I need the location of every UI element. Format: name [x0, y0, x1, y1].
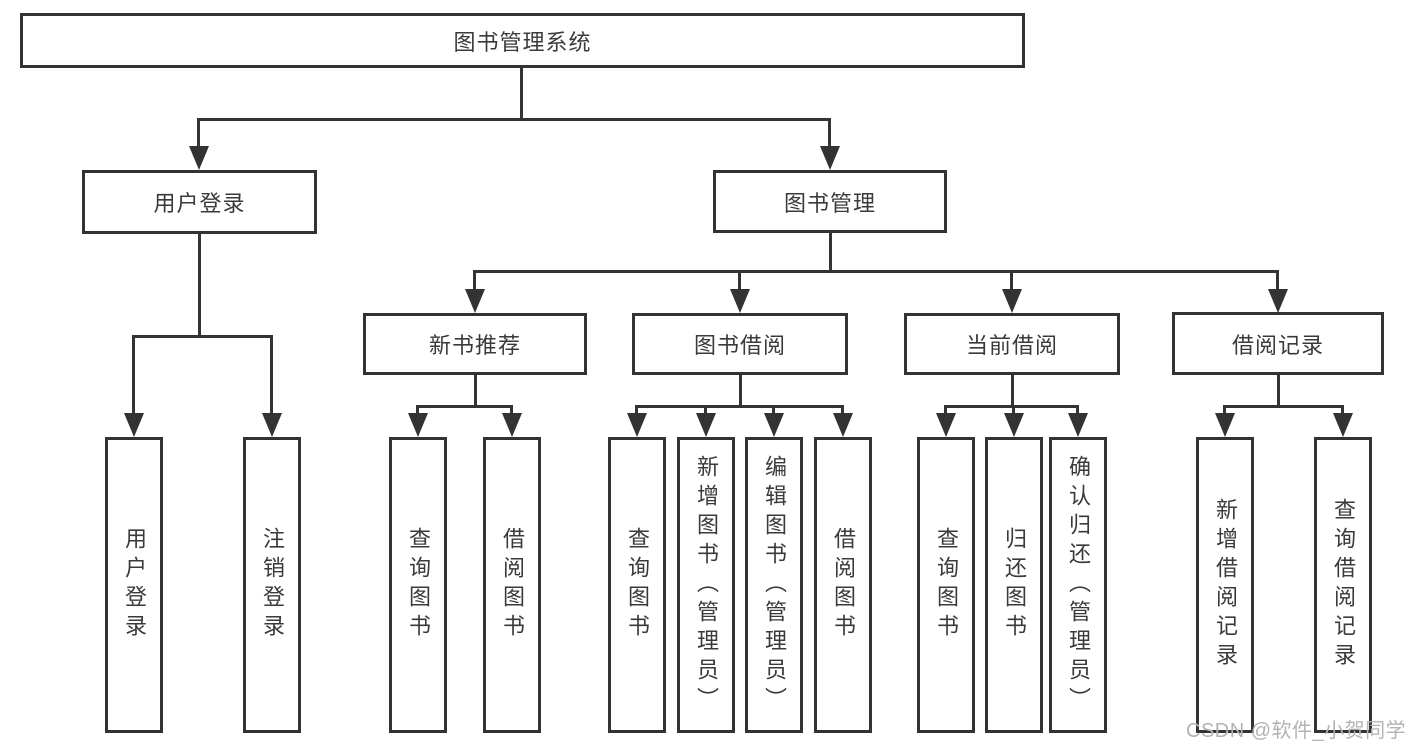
node-leaf-logout-login-label: 注销登录	[260, 527, 285, 643]
connector-hline-book-borrowing	[637, 405, 843, 408]
connector-hline-user-login	[134, 335, 272, 338]
node-leaf-query-borrow-record-label: 查询借阅记录	[1331, 498, 1356, 672]
connector-stem-borrowing-records	[1277, 373, 1280, 408]
arrow-down-icon	[1068, 405, 1088, 437]
node-leaf-edit-books-admin-label: 编辑图书（管理员）	[762, 454, 787, 716]
connector-stem-current-borrowing	[1011, 373, 1014, 408]
node-leaf-query-books-3-label: 查询图书	[934, 527, 959, 643]
node-borrowing-records-label: 借阅记录	[1231, 332, 1324, 358]
node-book-management: 图书管理	[713, 170, 947, 233]
node-leaf-user-login: 用户登录	[105, 437, 163, 733]
arrow-down-icon	[1215, 405, 1235, 437]
connector-stem-user-login	[198, 232, 201, 338]
connector-hline-borrowing-records	[1225, 405, 1343, 408]
node-leaf-add-borrow-record: 新增借阅记录	[1196, 437, 1254, 733]
node-leaf-user-login-label: 用户登录	[122, 527, 147, 643]
connector-hline-new-book-recommend	[418, 405, 512, 408]
node-leaf-query-books-2: 查询图书	[608, 437, 666, 733]
arrow-down-icon	[730, 270, 750, 313]
node-leaf-add-books-admin: 新增图书（管理员）	[677, 437, 735, 733]
connector-stem-root	[520, 66, 523, 121]
arrow-down-icon	[502, 405, 522, 437]
node-leaf-query-books-2-label: 查询图书	[625, 527, 650, 643]
csdn-watermark: CSDN @软件_小贺同学	[1186, 720, 1405, 742]
arrow-down-icon	[820, 118, 840, 170]
node-leaf-borrow-books-2: 借阅图书	[814, 437, 872, 733]
node-root-label: 图书管理系统	[453, 29, 592, 55]
arrow-down-icon	[1268, 270, 1288, 313]
arrow-down-icon	[1004, 405, 1024, 437]
node-new-book-recommend: 新书推荐	[363, 313, 587, 375]
node-borrowing-records: 借阅记录	[1172, 312, 1384, 375]
node-leaf-confirm-return-admin-label: 确认归还（管理员）	[1066, 454, 1091, 716]
connector-stem-book-borrowing	[739, 373, 742, 408]
node-leaf-logout-login: 注销登录	[243, 437, 301, 733]
node-leaf-borrow-books-1: 借阅图书	[483, 437, 541, 733]
node-leaf-query-books-3: 查询图书	[917, 437, 975, 733]
connector-hline-root	[199, 118, 830, 121]
node-current-borrowing: 当前借阅	[904, 313, 1120, 375]
arrow-down-icon	[124, 335, 144, 437]
arrow-down-icon	[696, 405, 716, 437]
node-leaf-confirm-return-admin: 确认归还（管理员）	[1049, 437, 1107, 733]
arrow-down-icon	[1333, 405, 1353, 437]
node-leaf-borrow-books-1-label: 借阅图书	[500, 527, 525, 643]
node-book-borrowing: 图书借阅	[632, 313, 848, 375]
arrow-down-icon	[936, 405, 956, 437]
node-leaf-add-borrow-record-label: 新增借阅记录	[1213, 498, 1238, 672]
node-book-management-label: 图书管理	[783, 190, 876, 216]
arrow-down-icon	[627, 405, 647, 437]
arrow-down-icon	[833, 405, 853, 437]
connector-stem-book-management	[829, 231, 832, 273]
node-leaf-edit-books-admin: 编辑图书（管理员）	[745, 437, 803, 733]
node-leaf-return-books-label: 归还图书	[1002, 527, 1027, 643]
connector-hline-book-management	[475, 270, 1278, 273]
node-new-book-recommend-label: 新书推荐	[428, 333, 521, 358]
connector-stem-new-book-recommend	[474, 373, 477, 408]
arrow-down-icon	[408, 405, 428, 437]
node-leaf-query-books-1: 查询图书	[389, 437, 447, 733]
arrow-down-icon	[764, 405, 784, 437]
node-leaf-query-borrow-record: 查询借阅记录	[1314, 437, 1372, 733]
node-user-login: 用户登录	[82, 170, 317, 234]
node-current-borrowing-label: 当前借阅	[965, 333, 1058, 358]
node-leaf-add-books-admin-label: 新增图书（管理员）	[694, 454, 719, 716]
arrow-down-icon	[465, 270, 485, 313]
arrow-down-icon	[262, 335, 282, 437]
node-leaf-query-books-1-label: 查询图书	[406, 527, 431, 643]
node-root: 图书管理系统	[20, 13, 1025, 68]
node-book-borrowing-label: 图书借阅	[693, 333, 786, 358]
arrow-down-icon	[1002, 270, 1022, 313]
arrow-down-icon	[189, 118, 209, 170]
node-user-login-label: 用户登录	[153, 191, 246, 216]
node-leaf-borrow-books-2-label: 借阅图书	[831, 527, 856, 643]
node-leaf-return-books: 归还图书	[985, 437, 1043, 733]
